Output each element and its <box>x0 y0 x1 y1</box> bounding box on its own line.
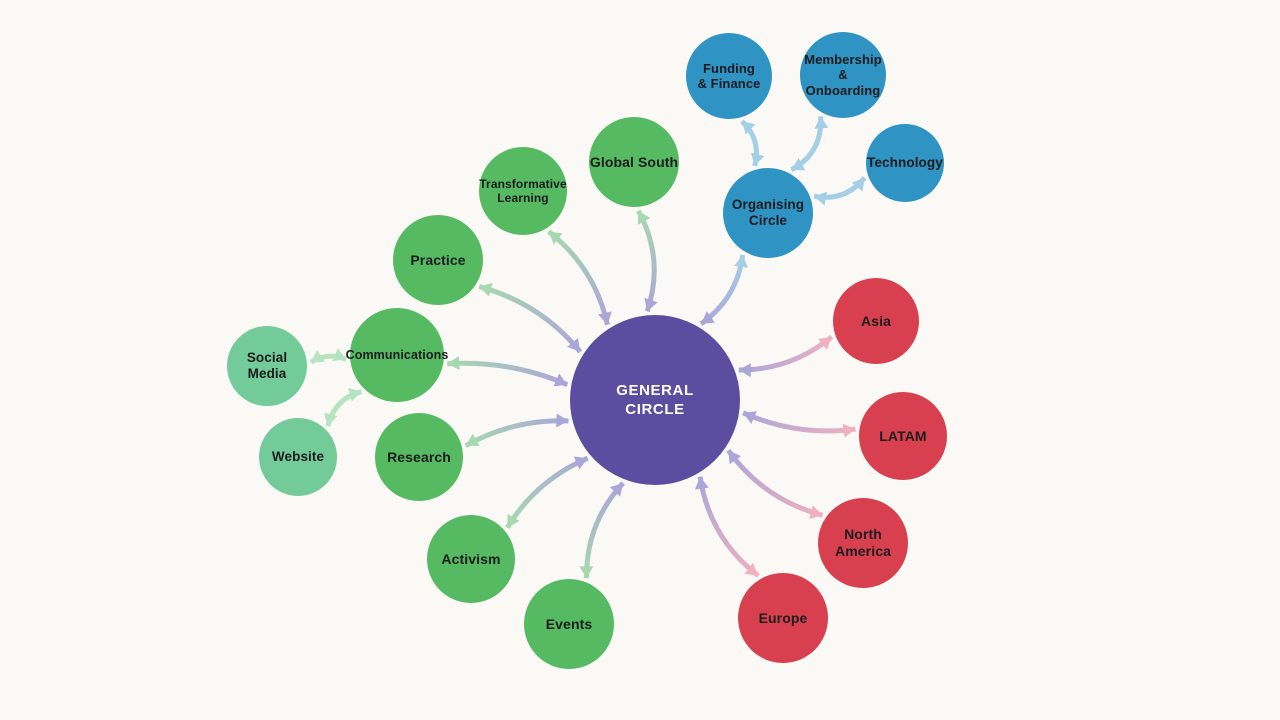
node-label: Research <box>387 448 451 465</box>
node-membership[interactable]: Membership & Onboarding <box>800 32 886 118</box>
node-label: Asia <box>861 312 891 329</box>
node-label: LATAM <box>879 427 927 444</box>
node-events[interactable]: Events <box>524 579 614 669</box>
node-label: North America <box>835 526 891 559</box>
node-research[interactable]: Research <box>375 413 463 501</box>
node-transformative[interactable]: Transformative Learning <box>479 147 567 235</box>
edge-general-asia <box>738 334 834 378</box>
node-label: Social Media <box>246 350 288 381</box>
edge-communications-website <box>323 387 363 427</box>
edge-general-latam <box>742 410 856 438</box>
node-technology[interactable]: Technology <box>866 124 944 202</box>
node-label: Europe <box>758 609 808 626</box>
node-label: Funding & Finance <box>697 60 761 91</box>
node-label: GENERAL CIRCLE <box>616 381 694 419</box>
node-label: Technology <box>867 155 943 171</box>
node-global-south[interactable]: Global South <box>589 117 679 207</box>
node-label: Membership & Onboarding <box>804 52 882 98</box>
edge-general-communications <box>447 356 569 388</box>
node-organising[interactable]: Organising Circle <box>723 168 813 258</box>
edge-general-europe <box>694 476 760 578</box>
node-activism[interactable]: Activism <box>427 515 515 603</box>
edge-general-north-america <box>726 448 824 519</box>
edge-general-global-south <box>636 209 658 313</box>
edge-communications-social-media <box>309 348 348 365</box>
node-label: Organising Circle <box>731 197 805 228</box>
node-label: Website <box>271 449 325 465</box>
node-general[interactable]: GENERAL CIRCLE <box>570 315 740 485</box>
edge-general-research <box>464 413 569 448</box>
node-funding[interactable]: Funding & Finance <box>686 33 772 119</box>
node-north-america[interactable]: North America <box>818 498 908 588</box>
node-label: Events <box>545 615 593 632</box>
node-label: Global South <box>589 153 679 170</box>
node-label: Practice <box>410 251 466 268</box>
edge-organising-technology <box>813 176 867 206</box>
edge-organising-membership <box>790 116 829 173</box>
node-website[interactable]: Website <box>259 418 337 496</box>
edge-general-events <box>579 481 625 579</box>
edge-organising-funding <box>740 119 765 167</box>
node-social-media[interactable]: Social Media <box>227 326 307 406</box>
node-label: Activism <box>441 550 501 567</box>
node-europe[interactable]: Europe <box>738 573 828 663</box>
node-communications[interactable]: Communications <box>346 308 448 402</box>
node-practice[interactable]: Practice <box>393 215 483 305</box>
node-latam[interactable]: LATAM <box>859 392 947 480</box>
edge-general-organising <box>699 254 749 326</box>
node-label: Communications <box>345 347 449 362</box>
edge-general-practice <box>478 282 583 354</box>
edge-general-transformative <box>547 229 612 326</box>
node-asia[interactable]: Asia <box>833 278 919 364</box>
node-label: Transformative Learning <box>479 176 567 205</box>
edge-general-activism <box>505 455 589 529</box>
